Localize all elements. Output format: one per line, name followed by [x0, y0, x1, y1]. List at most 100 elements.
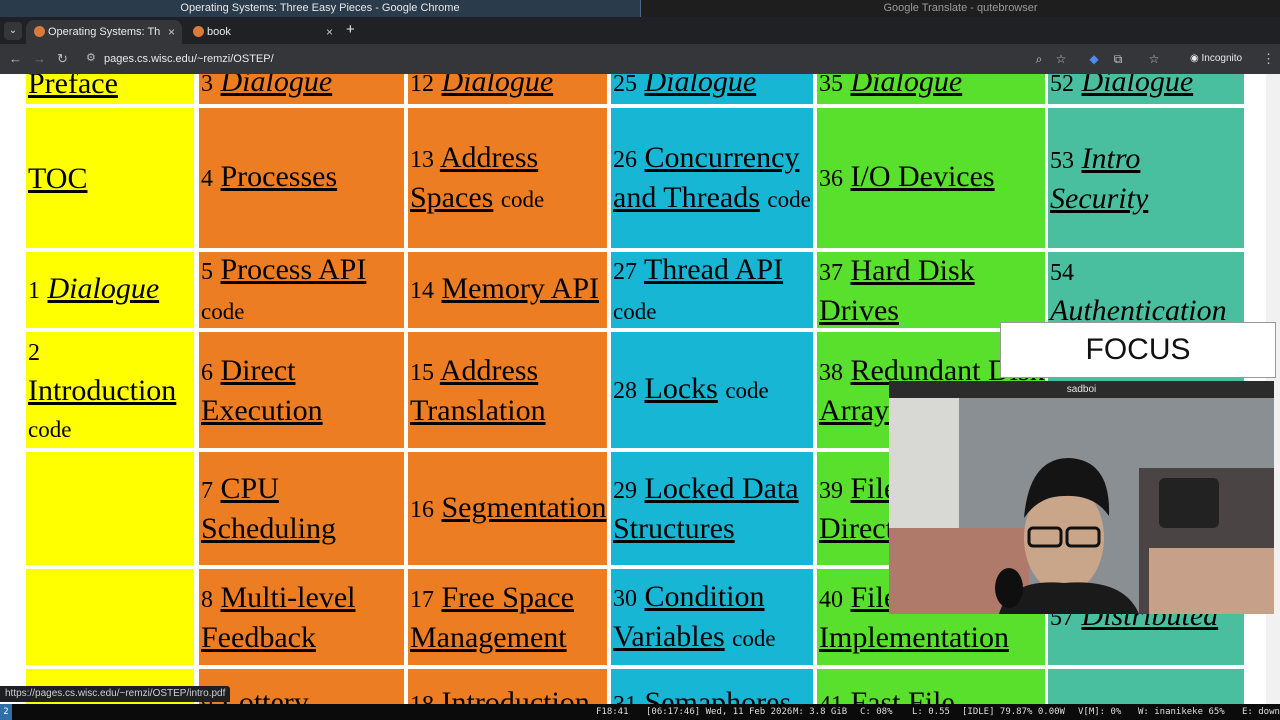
code-link[interactable]: code	[613, 298, 657, 324]
code-link[interactable]: code	[767, 186, 811, 212]
code-link[interactable]: code	[500, 186, 545, 212]
forward-icon[interactable]: →	[33, 51, 46, 66]
chapter-cell	[26, 569, 194, 665]
chapter-number: 16	[410, 496, 434, 523]
chapter-link[interactable]: Locked Data Structures	[613, 472, 799, 545]
chapter-link[interactable]: TOC	[28, 161, 88, 195]
chapter-link[interactable]: Dialogue	[220, 74, 333, 98]
chapter-cell: 31 Semaphores	[611, 669, 813, 704]
chapter-cell: Preface	[26, 74, 194, 104]
url-text[interactable]: pages.cs.wisc.edu/~remzi/OSTEP/	[104, 53, 274, 65]
code-link[interactable]: code	[28, 417, 72, 442]
chapter-link[interactable]: Hard Disk Drives	[819, 253, 975, 327]
chapter-number: 8	[201, 586, 213, 613]
chapter-link[interactable]: Dialogue	[1081, 74, 1194, 98]
chapter-link[interactable]: I/O Devices	[850, 160, 995, 193]
chapter-link[interactable]: Preface	[28, 74, 118, 100]
chapter-link[interactable]: Introduction	[441, 686, 590, 704]
tab-book[interactable]: book ×	[185, 20, 340, 44]
chapter-cell: 15 Address Translation	[408, 332, 607, 448]
focus-overlay: FOCUS	[1000, 322, 1276, 378]
chapter-number: 40	[819, 586, 843, 613]
tab-title: book	[207, 26, 231, 38]
site-info-icon[interactable]: ⚙	[86, 52, 96, 64]
chapter-cell: 28 Locks code	[611, 332, 813, 448]
chapter-link[interactable]: Address Spaces	[410, 140, 539, 214]
code-link[interactable]: code	[732, 625, 776, 651]
tab-search-dropdown-icon[interactable]: ⌄	[4, 22, 22, 40]
chapter-link[interactable]: Dialogue	[644, 74, 757, 98]
system-status-bar: 2 F18:41 [06:17:46] Wed, 11 Feb 2026 M: …	[0, 704, 1280, 720]
reload-icon[interactable]: ↻	[57, 51, 68, 66]
chapter-number: 52	[1050, 74, 1074, 97]
chapter-number: 25	[613, 74, 637, 97]
chapter-number: 18	[410, 692, 434, 704]
tab-strip: ⌄ Operating Systems: Thr × book ×	[0, 17, 1280, 44]
status-cpu: C: 08%	[860, 707, 893, 717]
chapter-link[interactable]: CPU Scheduling	[201, 472, 336, 545]
chapter-link[interactable]: Dialogue	[47, 272, 160, 305]
chapter-number: 12	[410, 74, 434, 97]
chapter-cell: 36 I/O Devices	[817, 108, 1045, 248]
chapter-cell: 52 Dialogue	[1048, 74, 1244, 104]
chapter-link[interactable]: Thread API	[643, 252, 784, 286]
bookmark-star-icon[interactable]: ☆	[1055, 52, 1067, 66]
chapter-number: 30	[613, 585, 637, 612]
chapter-link[interactable]: Memory API	[441, 272, 600, 305]
chapter-link[interactable]: Free Space Management	[410, 580, 574, 654]
chapter-link[interactable]: Dialogue	[850, 74, 963, 98]
chapter-link[interactable]: Intro Security	[1050, 141, 1149, 215]
status-f: F18:41	[596, 707, 629, 717]
close-tab-icon[interactable]: ×	[167, 25, 175, 39]
chapter-cell: 37 Hard Disk Drives	[817, 252, 1045, 328]
chapter-cell: 5 Process API code	[199, 252, 404, 328]
chapter-number: 35	[819, 74, 843, 97]
workspace-indicator[interactable]: 2	[0, 704, 12, 720]
chapter-link[interactable]: Multi-level Feedback	[201, 580, 356, 654]
chapter-link[interactable]: Semaphores	[644, 686, 792, 704]
close-tab-icon[interactable]: ×	[325, 25, 333, 39]
chapter-link[interactable]: Lottery	[220, 686, 309, 704]
menu-icon[interactable]: ⋮	[1262, 51, 1275, 66]
link-status-hint: https://pages.cs.wisc.edu/~remzi/OSTEP/i…	[0, 686, 231, 702]
chapter-link[interactable]: Processes	[220, 160, 338, 193]
extensions-puzzle-icon[interactable]: ⧉	[1113, 52, 1123, 66]
bookmarks-icon[interactable]: ☆	[1148, 52, 1160, 66]
chapter-number: 31	[613, 692, 637, 704]
chapter-link[interactable]: Process API	[220, 252, 367, 286]
inactive-window-title[interactable]: Google Translate - qutebrowser	[883, 2, 1038, 14]
chapter-link[interactable]: Direct Execution	[201, 353, 323, 427]
chapter-link[interactable]: Dialogue	[441, 74, 554, 98]
chapter-cell: 2 Introduction code	[26, 332, 194, 448]
chapter-cell: 17 Free Space Management	[408, 569, 607, 665]
active-window-title[interactable]: Operating Systems: Three Easy Pieces - G…	[0, 0, 641, 17]
address-bar[interactable]: ⚙ pages.cs.wisc.edu/~remzi/OSTEP/	[80, 48, 1080, 70]
chapter-link[interactable]: Authentication	[1050, 293, 1227, 327]
chapter-number: 37	[819, 259, 843, 286]
chapter-number: 38	[819, 359, 843, 386]
zoom-icon[interactable]: ⌕	[1035, 52, 1043, 66]
chapter-link[interactable]: Introduction	[28, 374, 177, 407]
chapter-cell: 29 Locked Data Structures	[611, 452, 813, 565]
chapter-link[interactable]: Fast File	[850, 686, 955, 704]
browser-toolbar: ← → ↻ ⚙ pages.cs.wisc.edu/~remzi/OSTEP/ …	[0, 44, 1280, 74]
status-volume: V[M]: 0%	[1078, 707, 1122, 717]
extension-shield-icon[interactable]: ◆	[1089, 52, 1099, 66]
tab-ostep[interactable]: Operating Systems: Thr ×	[26, 20, 182, 44]
favicon-icon	[193, 26, 204, 37]
chapter-link[interactable]: Concurrency and Threads	[613, 140, 800, 214]
chapter-link[interactable]: Condition Variables	[613, 579, 765, 653]
incognito-indicator[interactable]: ◉ Incognito	[1190, 51, 1242, 67]
new-tab-button[interactable]: +	[346, 21, 355, 38]
chapter-cell: 54 Authentication	[1048, 252, 1244, 328]
back-icon[interactable]: ←	[9, 51, 22, 66]
chapter-number: 29	[613, 478, 637, 504]
favicon-icon	[34, 26, 45, 37]
code-link[interactable]: code	[725, 378, 769, 403]
chapter-number: 15	[410, 359, 434, 386]
chapter-link[interactable]: Segmentation	[441, 490, 607, 524]
code-link[interactable]: code	[201, 298, 245, 324]
chapter-link[interactable]: Address Translation	[410, 353, 546, 427]
chapter-number: 13	[410, 146, 434, 173]
chapter-link[interactable]: Locks	[644, 372, 718, 405]
